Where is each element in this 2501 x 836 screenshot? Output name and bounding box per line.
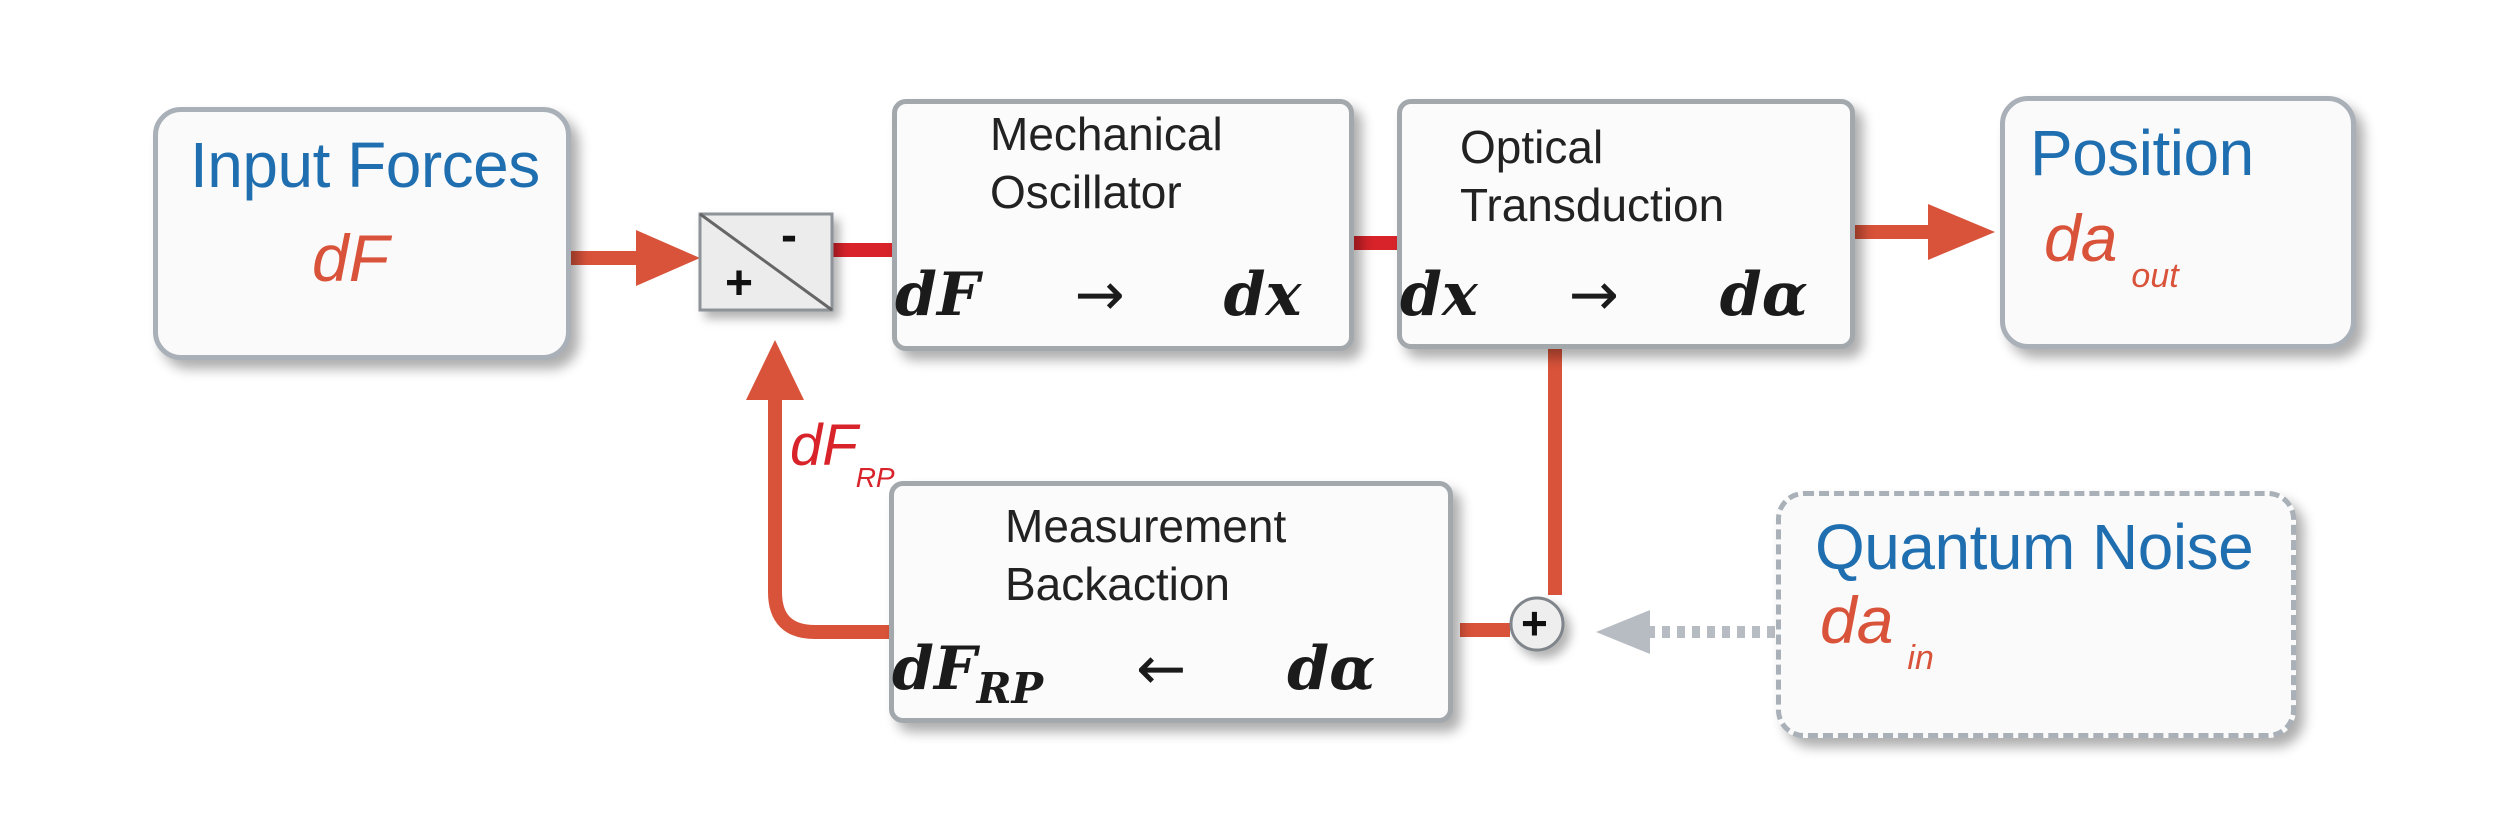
optical-transduction-label-line2: Transduction: [1460, 179, 1725, 231]
position-symbol-subscript: out: [2131, 257, 2179, 295]
quantum-noise-title: Quantum Noise: [1815, 511, 2254, 583]
backaction-output: dFRP: [892, 634, 1043, 713]
quantum-noise-symbol: dain: [1820, 582, 1934, 677]
quantum-noise-symbol-subscript: in: [1907, 639, 1934, 677]
mechanical-oscillator-box: [892, 99, 1354, 351]
position-symbol-main: da: [2044, 201, 2118, 275]
feedback-arrowhead: [746, 340, 804, 400]
feedback-label: dFRP: [790, 412, 895, 493]
adder-circle: [1509, 596, 1565, 652]
measurement-backaction-box: [889, 481, 1453, 723]
mechanical-oscillator-label-line1: Mechanical: [990, 108, 1223, 160]
mechanical-oscillator-label-line2: Oscillator: [990, 166, 1182, 218]
backaction-input: dα: [1287, 634, 1376, 704]
quantum-noise-box: [1776, 491, 2296, 738]
measurement-backaction-equation: dFRP ← dα: [892, 634, 1376, 713]
backaction-output-main: dF: [892, 634, 977, 704]
summer-plus-sign: +: [725, 257, 754, 310]
summer-minus-sign: -: [781, 209, 797, 262]
position-box: [2000, 96, 2356, 349]
optical-input: dx: [1400, 260, 1478, 330]
measurement-backaction-label-line1: Measurement: [1005, 500, 1287, 552]
optical-transduction-label-line1: Optical: [1460, 121, 1604, 173]
measurement-backaction-label: Measurement Backaction: [1005, 497, 1286, 613]
mechanical-oscillator-label: Mechanical Oscillator: [990, 105, 1223, 221]
arrowhead-input-to-summer: [636, 230, 700, 286]
optical-transduction-equation: dx → dα: [1400, 260, 1808, 330]
arrowhead-optical-to-position: [1928, 204, 1995, 260]
input-forces-box: [153, 107, 571, 360]
input-forces-symbol: dF: [312, 221, 390, 295]
position-title: Position: [2030, 117, 2254, 189]
noise-arrowhead: [1596, 610, 1650, 654]
optical-transduction-box: [1397, 99, 1855, 349]
backaction-arrow: ←: [1135, 634, 1187, 704]
position-symbol: daout: [2044, 200, 2179, 295]
optical-transduction-label: Optical Transduction: [1460, 118, 1724, 234]
feedback-label-main: dF: [790, 413, 858, 478]
oscillator-arrow: →: [1074, 260, 1125, 330]
quantum-noise-symbol-main: da: [1820, 583, 1894, 657]
summing-junction: [698, 212, 834, 312]
measurement-backaction-label-line2: Backaction: [1005, 558, 1231, 610]
oscillator-output: dx: [1223, 260, 1302, 330]
oscillator-input: dF: [895, 260, 980, 330]
feedback-label-subscript: RP: [855, 462, 895, 493]
input-forces-title: Input Forces: [190, 129, 540, 201]
adder-plus-sign: +: [1521, 597, 1548, 649]
optical-arrow: →: [1568, 260, 1619, 330]
feedback-path: [768, 395, 895, 639]
backaction-output-subscript: RP: [976, 664, 1044, 713]
optical-output: dα: [1719, 260, 1808, 330]
mechanical-oscillator-equation: dF → dx: [895, 260, 1301, 330]
